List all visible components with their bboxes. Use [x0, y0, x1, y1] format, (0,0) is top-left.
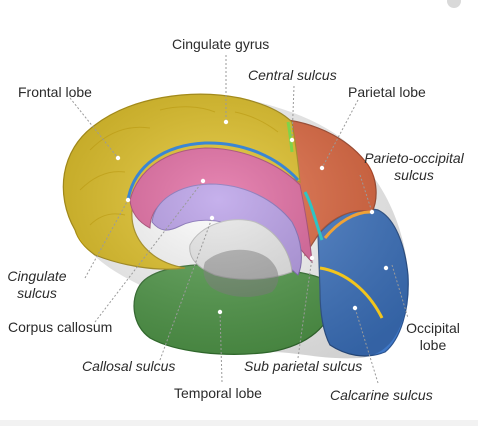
label-parieto-occipital-sulcus: Parieto-occipital sulcus [364, 150, 464, 183]
sub-parietal-sulcus-line [303, 191, 324, 241]
label-cingulate-sulcus: Cingulate sulcus [7, 268, 67, 301]
parieto-occipital-sulcus-line [323, 210, 371, 239]
central-sulcus-line [286, 121, 294, 153]
label-frontal-lobe: Frontal lobe [18, 84, 92, 100]
label-parietal-lobe: Parietal lobe [348, 84, 426, 100]
label-cingulate-gyrus: Cingulate gyrus [172, 36, 270, 52]
leader-lines [69, 55, 409, 384]
frontal-gyri-texture [79, 106, 279, 226]
calcarine-sulcus-line [319, 266, 384, 319]
label-central-sulcus: Central sulcus [248, 67, 337, 83]
label-sub-parietal-sulcus: Sub parietal sulcus [244, 358, 363, 374]
label-corpus-callosum: Corpus callosum [8, 319, 113, 335]
label-temporal-lobe: Temporal lobe [174, 385, 262, 401]
label-callosal-sulcus: Callosal sulcus [82, 358, 176, 374]
label-dots [115, 119, 389, 315]
corner-indicator [447, 0, 461, 8]
cingulate-sulcus-line [126, 141, 300, 201]
label-calcarine-sulcus: Calcarine sulcus [330, 387, 433, 403]
label-occipital-lobe: Occipital lobe [406, 320, 460, 353]
bottom-strip [0, 420, 478, 426]
